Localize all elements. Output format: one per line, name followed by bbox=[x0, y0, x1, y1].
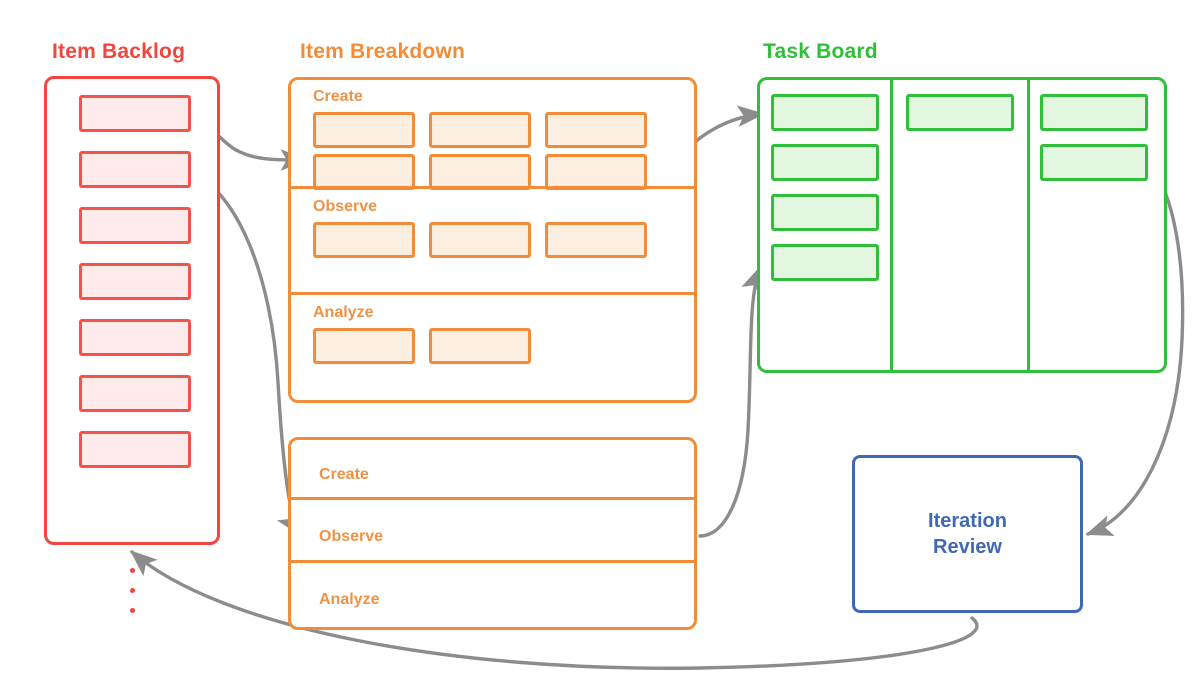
backlog-card[interactable] bbox=[79, 375, 191, 412]
breakdown-card[interactable] bbox=[429, 154, 531, 190]
task-board-panel[interactable] bbox=[757, 77, 1167, 373]
breakdown-divider bbox=[291, 292, 694, 295]
backlog-ellipsis bbox=[47, 568, 217, 628]
iteration-review-label: Iteration Review bbox=[928, 510, 1007, 558]
ellipsis-dot bbox=[129, 568, 135, 573]
breakdown-section-label-observe: Observe bbox=[313, 198, 378, 215]
stage-row-analyze[interactable]: Analyze bbox=[319, 591, 380, 608]
taskboard-column-divider bbox=[1027, 80, 1030, 370]
breakdown-card[interactable] bbox=[313, 222, 415, 258]
backlog-card[interactable] bbox=[79, 151, 191, 188]
task-board-title: Task Board bbox=[763, 40, 878, 63]
taskboard-card[interactable] bbox=[771, 94, 879, 131]
ellipsis-dot bbox=[129, 608, 135, 613]
backlog-card[interactable] bbox=[79, 95, 191, 132]
iteration-review-panel[interactable]: Iteration Review bbox=[852, 455, 1083, 613]
breakdown-card[interactable] bbox=[313, 154, 415, 190]
backlog-card[interactable] bbox=[79, 263, 191, 300]
taskboard-card[interactable] bbox=[771, 244, 879, 281]
taskboard-card[interactable] bbox=[1040, 94, 1148, 131]
breakdown-divider bbox=[291, 186, 694, 189]
taskboard-column-divider bbox=[890, 80, 893, 370]
stage-divider bbox=[291, 497, 694, 500]
breakdown-card[interactable] bbox=[545, 154, 647, 190]
breakdown-card[interactable] bbox=[313, 328, 415, 364]
breakdown-card[interactable] bbox=[429, 328, 531, 364]
stage-divider bbox=[291, 560, 694, 563]
item-breakdown-title: Item Breakdown bbox=[300, 40, 466, 63]
arrow-stage-observe-to-taskboard bbox=[698, 265, 762, 538]
stage-row-observe[interactable]: Observe bbox=[319, 528, 384, 545]
backlog-card[interactable] bbox=[79, 431, 191, 468]
taskboard-card[interactable] bbox=[1040, 144, 1148, 181]
breakdown-section-label-create: Create bbox=[313, 88, 363, 105]
breakdown-card[interactable] bbox=[313, 112, 415, 148]
item-breakdown-panel[interactable]: Create Observe Analyze bbox=[288, 77, 697, 403]
taskboard-card[interactable] bbox=[906, 94, 1014, 131]
taskboard-card[interactable] bbox=[771, 144, 879, 181]
breakdown-card[interactable] bbox=[429, 222, 531, 258]
stage-row-create[interactable]: Create bbox=[319, 466, 369, 483]
breakdown-card[interactable] bbox=[545, 222, 647, 258]
item-backlog-panel[interactable] bbox=[44, 76, 220, 613]
breakdown-card[interactable] bbox=[545, 112, 647, 148]
breakdown-section-label-analyze: Analyze bbox=[313, 304, 374, 321]
backlog-card[interactable] bbox=[79, 207, 191, 244]
stage-list-panel[interactable]: Create Observe Analyze bbox=[288, 437, 697, 630]
breakdown-card[interactable] bbox=[429, 112, 531, 148]
taskboard-card[interactable] bbox=[771, 194, 879, 231]
item-backlog-title: Item Backlog bbox=[52, 40, 186, 63]
ellipsis-dot bbox=[129, 588, 135, 593]
backlog-card[interactable] bbox=[79, 319, 191, 356]
